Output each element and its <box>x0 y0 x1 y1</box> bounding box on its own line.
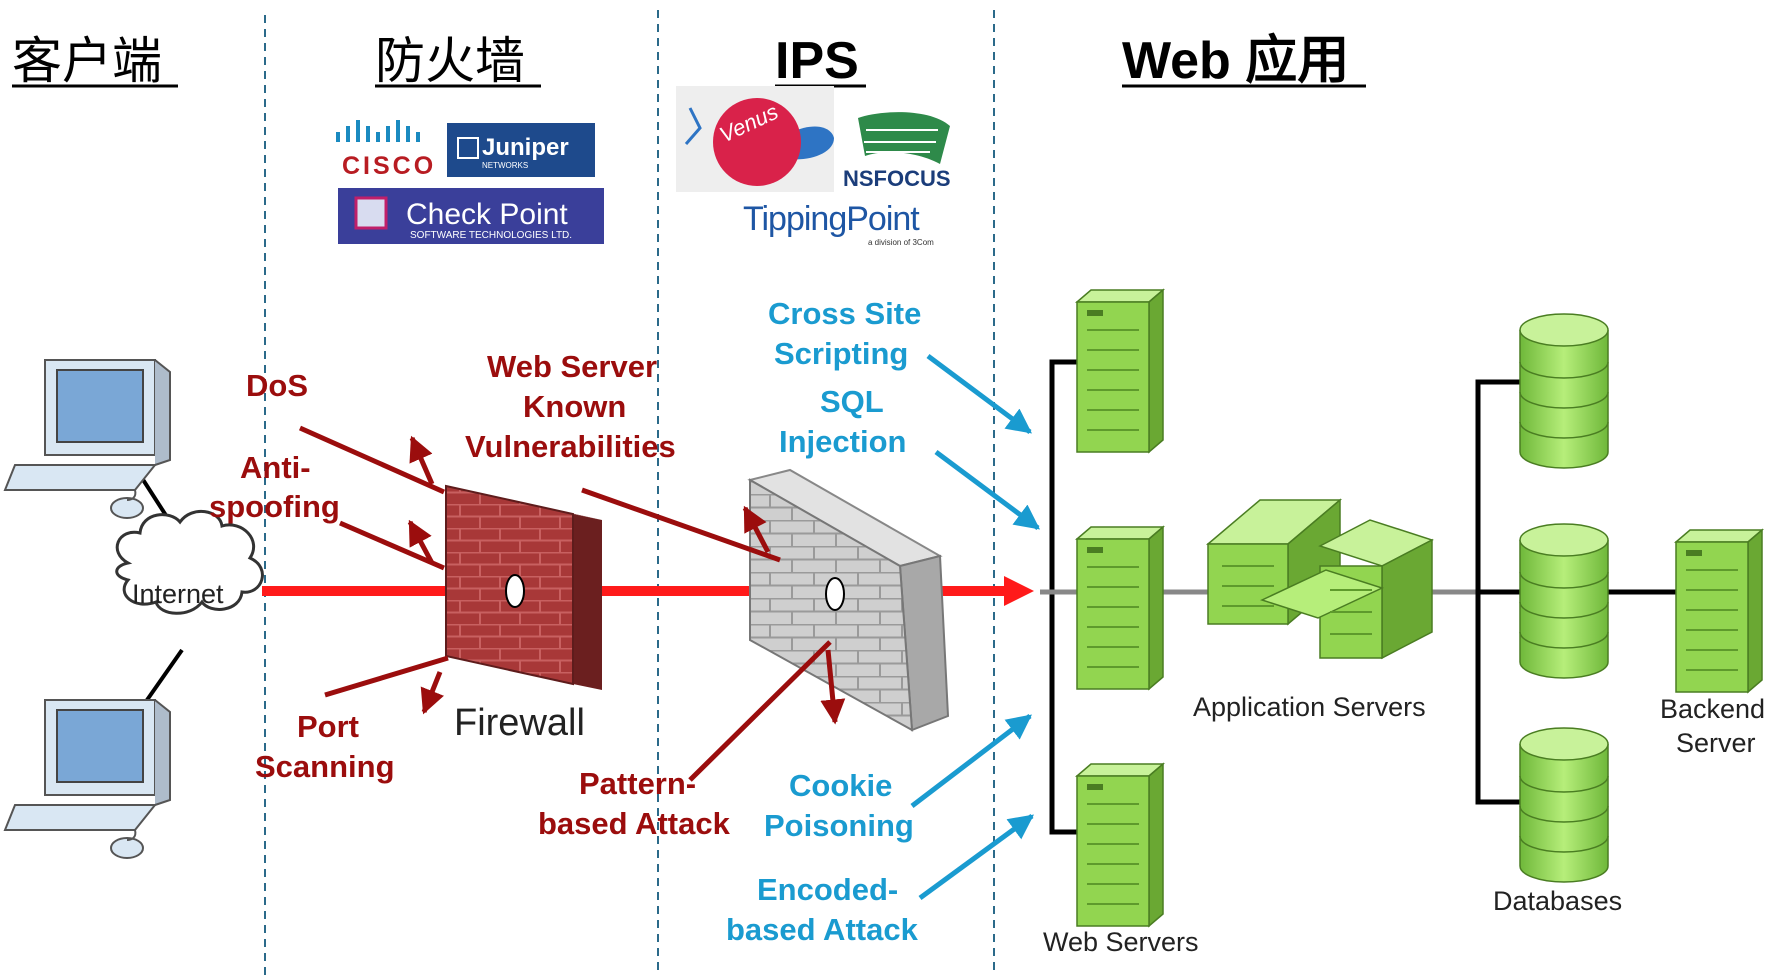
column-headers: 客户端 防火墙 IPS Web 应用 <box>12 32 1366 90</box>
venus-logo: Venus <box>676 86 834 192</box>
web-attack-cookie-1: Cookie <box>789 768 892 803</box>
web-attack-encoded-1: Encoded- <box>757 872 898 907</box>
computer-icon <box>4 699 171 859</box>
threat-port: Port <box>297 709 359 744</box>
juniper-logo: Juniper NETWORKS <box>447 123 595 177</box>
threat-labels: DoS Anti- spoofing Port Scanning Web Ser… <box>209 349 731 841</box>
database-icon <box>1519 727 1609 883</box>
threat-pattern-2: based Attack <box>538 806 731 841</box>
internet-cloud: Internet <box>115 509 264 615</box>
backend-server-icon <box>1675 529 1763 693</box>
tippingpoint-wordmark: TippingPoint <box>743 200 920 238</box>
tippingpoint-logo: TippingPoint a division of 3Com <box>743 200 934 247</box>
web-server-icon <box>1076 526 1164 690</box>
app-server-icon <box>1205 498 1434 660</box>
threat-dos: DoS <box>246 368 308 403</box>
internet-label: Internet <box>132 579 224 609</box>
web-attack-encoded-2: based Attack <box>726 912 919 947</box>
header-client: 客户端 <box>12 32 162 90</box>
header-firewall: 防火墙 <box>375 32 525 90</box>
checkpoint-subtitle: SOFTWARE TECHNOLOGIES LTD. <box>410 230 572 241</box>
backend-label-2: Server <box>1676 728 1756 758</box>
web-servers: Web Servers <box>1043 289 1199 957</box>
web-servers-label: Web Servers <box>1043 927 1199 957</box>
database-icon <box>1519 523 1609 679</box>
threat-arrows <box>298 425 846 782</box>
header-web-app: Web 应用 <box>1122 32 1349 90</box>
databases: Databases <box>1493 313 1622 916</box>
web-attack-sql-1: SQL <box>820 384 884 419</box>
firewall-label: Firewall <box>454 702 585 744</box>
web-attack-xss-1: Cross Site <box>768 296 921 331</box>
application-servers: Application Servers <box>1193 498 1434 722</box>
firewall-icon: Firewall <box>445 484 602 744</box>
ips-wall-icon <box>747 468 950 732</box>
computer-icon <box>4 359 171 519</box>
threat-webserver-1: Web Server <box>487 349 657 384</box>
checkpoint-logo: Check Point SOFTWARE TECHNOLOGIES LTD. <box>338 188 604 244</box>
tippingpoint-subtitle: a division of 3Com <box>868 238 934 247</box>
web-attack-xss-2: Scripting <box>774 336 908 371</box>
web-server-icon <box>1076 289 1164 453</box>
juniper-subtitle: NETWORKS <box>482 161 528 170</box>
threat-scanning: Scanning <box>255 749 395 784</box>
web-server-icon <box>1076 763 1164 927</box>
web-attack-arrows <box>910 353 1041 901</box>
cisco-wordmark: CISCO <box>342 152 436 180</box>
threat-spoofing: spoofing <box>209 489 340 524</box>
threat-webserver-2: Known <box>523 389 626 424</box>
threat-webserver-3: Vulnerabilities <box>465 429 676 464</box>
threat-pattern-1: Pattern- <box>579 766 696 801</box>
database-icon <box>1519 313 1609 469</box>
nsfocus-logo: NSFOCUS <box>843 112 951 191</box>
web-attack-sql-2: Injection <box>779 424 906 459</box>
nsfocus-wordmark: NSFOCUS <box>843 166 951 191</box>
header-ips: IPS <box>775 32 859 90</box>
web-attack-labels: Cross Site Scripting SQL Injection Cooki… <box>726 296 921 947</box>
databases-label: Databases <box>1493 886 1622 916</box>
client-computers <box>4 359 187 859</box>
web-attack-cookie-2: Poisoning <box>764 808 914 843</box>
backend-server: Backend Server <box>1660 529 1765 758</box>
cisco-logo: CISCO <box>336 120 436 180</box>
threat-anti: Anti- <box>240 450 311 485</box>
backend-label-1: Backend <box>1660 694 1765 724</box>
juniper-wordmark: Juniper <box>482 134 569 161</box>
checkpoint-wordmark: Check Point <box>406 198 568 231</box>
app-servers-label: Application Servers <box>1193 692 1426 722</box>
